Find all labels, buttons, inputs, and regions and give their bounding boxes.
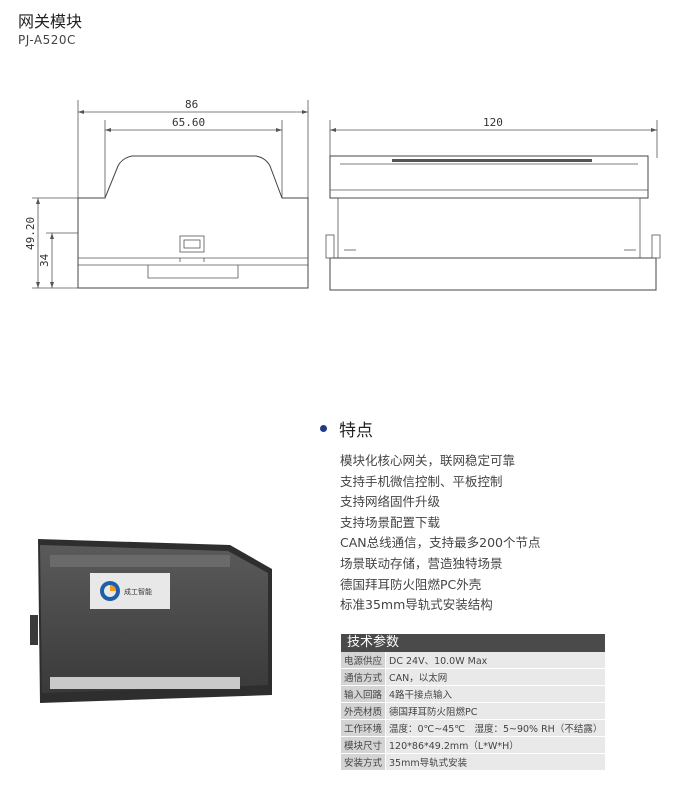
spec-value: 120*86*49.2mm（L*W*H） bbox=[385, 736, 606, 754]
feature-item: 标准35mm导轨式安装结构 bbox=[340, 597, 493, 613]
model-number: PJ-A520C bbox=[18, 33, 76, 47]
spec-value: DC 24V、10.0W Max bbox=[385, 652, 606, 669]
feature-item: 支持网络固件升级 bbox=[340, 494, 441, 510]
features-title: 特点 bbox=[339, 421, 373, 441]
dim-total-height: 49.20 bbox=[24, 217, 37, 250]
spec-value: 德国拜耳防火阻燃PC bbox=[385, 702, 606, 720]
dim-body-height: 34 bbox=[38, 253, 51, 267]
spec-value: 35mm导轨式安装 bbox=[385, 753, 606, 771]
technical-drawing: 86 65.60 120 49.20 34 bbox=[24, 98, 661, 291]
brand-logo-text: 成工智能 bbox=[124, 587, 152, 596]
spec-label: 外壳材质 bbox=[341, 702, 387, 720]
bullet-dot-icon bbox=[320, 425, 327, 432]
feature-item: CAN总线通信，支持最多200个节点 bbox=[340, 535, 541, 551]
spec-value: 4路干接点输入 bbox=[385, 685, 606, 703]
spec-label: 通信方式 bbox=[341, 668, 387, 686]
table-row: 工作环境温度：0℃~45℃ 湿度：5~90% RH（不结露） bbox=[341, 719, 606, 737]
specs-title: 技术参数 bbox=[341, 634, 605, 652]
table-row: 外壳材质德国拜耳防火阻燃PC bbox=[341, 702, 606, 720]
spec-value: CAN，以太网 bbox=[385, 668, 606, 686]
dim-side-length: 120 bbox=[483, 116, 503, 129]
features-section: 特点 模块化核心网关，联网稳定可靠 支持手机微信控制、平板控制 支持网络固件升级… bbox=[320, 416, 541, 616]
page-title: 网关模块 bbox=[18, 12, 83, 31]
spec-label: 电源供应 bbox=[341, 652, 387, 669]
dim-front-width: 86 bbox=[185, 98, 198, 111]
spec-label: 输入回路 bbox=[341, 685, 387, 703]
dim-front-inner-width: 65.60 bbox=[172, 116, 205, 129]
feature-item: 模块化核心网关，联网稳定可靠 bbox=[340, 453, 516, 468]
features-heading: 特点 bbox=[320, 416, 541, 441]
spec-value: 温度：0℃~45℃ 湿度：5~90% RH（不结露） bbox=[385, 719, 606, 737]
spec-label: 工作环境 bbox=[341, 719, 387, 737]
spec-label: 安装方式 bbox=[341, 753, 387, 771]
feature-item: 支持场景配置下载 bbox=[340, 514, 441, 530]
feature-item: 场景联动存储，营造独特场景 bbox=[340, 555, 503, 571]
features-list: 模块化核心网关，联网稳定可靠 支持手机微信控制、平板控制 支持网络固件升级 支持… bbox=[340, 451, 541, 616]
brand-logo-icon bbox=[100, 581, 120, 601]
product-photo: 成工智能 bbox=[30, 539, 272, 703]
feature-item: 支持手机微信控制、平板控制 bbox=[340, 473, 503, 489]
feature-item: 德国拜耳防火阻燃PC外壳 bbox=[340, 576, 482, 592]
spec-label: 模块尺寸 bbox=[341, 736, 387, 754]
